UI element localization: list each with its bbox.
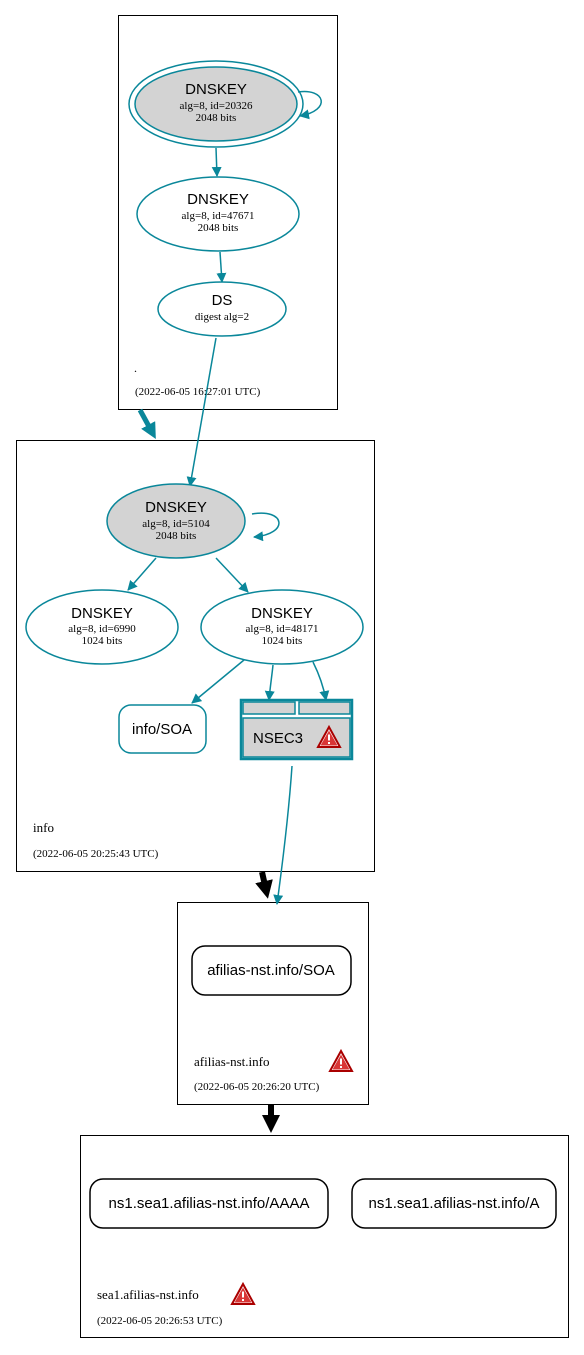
zone-name-sea1: sea1.afilias-nst.info xyxy=(97,1287,199,1302)
node-root-ksk: DNSKEY alg=8, id=20326 2048 bits xyxy=(128,60,304,148)
edge-nsec3-to-afilias xyxy=(273,765,293,905)
node-root-zsk-title: DNSKEY xyxy=(187,191,249,208)
zone-box-afilias xyxy=(177,902,369,1105)
node-info-ds: DS digest alg=2 xyxy=(157,281,287,337)
edge-zsk2-to-nsec3-a xyxy=(264,664,275,701)
zone-name-afilias: afilias-nst.info xyxy=(194,1054,269,1069)
node-root-zsk: DNSKEY alg=8, id=47671 2048 bits xyxy=(136,176,300,252)
node-info-ksk-line2: 2048 bits xyxy=(156,530,197,542)
node-info-zsk1-line2: 1024 bits xyxy=(82,635,123,647)
node-info-soa: info/SOA xyxy=(118,704,207,754)
node-sea1-a-title: ns1.sea1.afilias-nst.info/A xyxy=(369,1195,540,1212)
node-sea1-aaaa: ns1.sea1.afilias-nst.info/AAAA xyxy=(89,1178,329,1229)
edge-ds-to-info-ksk xyxy=(186,337,217,487)
edge-delegation-info-afilias xyxy=(255,871,273,899)
node-info-ksk-line1: alg=8, id=5104 xyxy=(142,518,210,530)
node-info-ds-title: DS xyxy=(212,292,233,309)
node-info-nsec3: NSEC3 xyxy=(239,698,354,761)
edge-zsk2-to-soa xyxy=(191,659,245,704)
node-info-nsec3-title: NSEC3 xyxy=(253,730,303,747)
node-root-ksk-title: DNSKEY xyxy=(185,81,247,98)
zone-box-root xyxy=(118,15,338,410)
warning-icon xyxy=(329,1050,353,1072)
node-sea1-a: ns1.sea1.afilias-nst.info/A xyxy=(351,1178,557,1229)
zone-name-info: info xyxy=(33,820,54,835)
node-root-ksk-line1: alg=8, id=20326 xyxy=(180,100,253,112)
node-info-zsk1-line1: alg=8, id=6990 xyxy=(68,623,136,635)
node-info-soa-title: info/SOA xyxy=(132,721,192,738)
node-info-ds-line1: digest alg=2 xyxy=(195,311,249,323)
zone-box-sea1 xyxy=(80,1135,569,1338)
edge-info-ksk-self xyxy=(251,512,280,542)
warning-icon xyxy=(231,1283,255,1305)
node-sea1-aaaa-title: ns1.sea1.afilias-nst.info/AAAA xyxy=(109,1195,310,1212)
node-info-zsk2: DNSKEY alg=8, id=48171 1024 bits xyxy=(200,589,364,665)
node-info-zsk2-line2: 1024 bits xyxy=(262,635,303,647)
zone-box-info xyxy=(16,440,375,872)
node-info-zsk1-title: DNSKEY xyxy=(71,605,133,622)
node-info-zsk1: DNSKEY alg=8, id=6990 1024 bits xyxy=(25,589,179,665)
edge-info-ksk-to-zsk1 xyxy=(127,557,157,591)
zone-name-root: . xyxy=(134,361,137,375)
zone-timestamp-afilias: (2022-06-05 20:26:20 UTC) xyxy=(194,1081,320,1093)
node-info-zsk2-title: DNSKEY xyxy=(251,605,313,622)
node-root-zsk-line1: alg=8, id=47671 xyxy=(182,210,255,222)
edge-delegation-root-info xyxy=(137,408,156,440)
edge-zsk2-to-nsec3-b xyxy=(312,661,330,701)
zone-timestamp-sea1: (2022-06-05 20:26:53 UTC) xyxy=(97,1315,223,1327)
node-afilias-soa-title: afilias-nst.info/SOA xyxy=(207,962,335,979)
node-info-ksk-title: DNSKEY xyxy=(145,499,207,516)
node-root-zsk-line2: 2048 bits xyxy=(198,222,239,234)
node-info-zsk2-line1: alg=8, id=48171 xyxy=(246,623,319,635)
edge-root-zsk-to-ds xyxy=(216,251,227,283)
edge-info-ksk-to-zsk2 xyxy=(215,557,249,593)
node-root-ksk-line2: 2048 bits xyxy=(196,112,237,124)
edge-root-ksk-self xyxy=(297,90,322,120)
zone-timestamp-root: (2022-06-05 16:27:01 UTC) xyxy=(135,386,261,398)
node-info-ksk: DNSKEY alg=8, id=5104 2048 bits xyxy=(106,483,246,559)
node-afilias-soa: afilias-nst.info/SOA xyxy=(191,945,352,996)
edge-root-ksk-to-zsk xyxy=(211,147,222,177)
zone-timestamp-info: (2022-06-05 20:25:43 UTC) xyxy=(33,848,159,860)
